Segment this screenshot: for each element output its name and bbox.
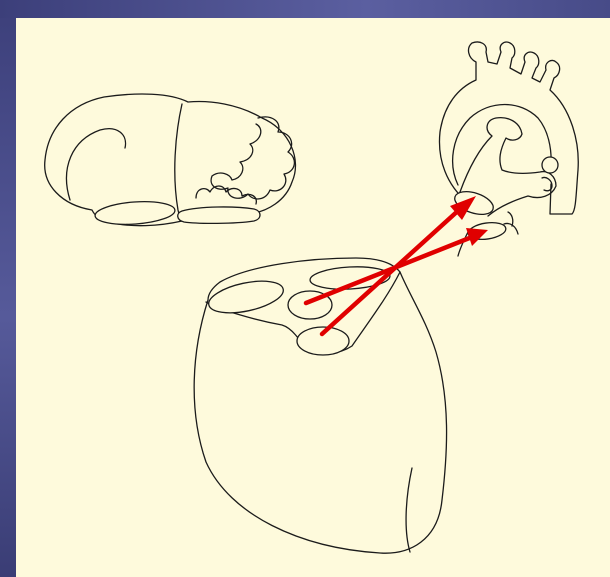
apex-fold [406,468,412,552]
heart-anatomy-diagram [16,18,610,577]
diagram-canvas [16,18,610,577]
ventricles-drawing [194,258,446,553]
left-atrium-inner-curve [67,129,126,200]
aortic-arch-and-branches [439,42,578,214]
flow-arrows [306,196,488,334]
mitral-valve-ring [94,199,175,227]
right-auricle-scallop [211,117,294,199]
atria-drawing [45,94,296,227]
aorta-pulmonary-trunk-drawing [439,42,578,256]
slide-top-bar [0,0,610,18]
tricuspid-valve-ring [178,207,260,223]
vessel-cut-end [542,157,558,173]
tricuspid-orifice [206,275,286,318]
slide-side-bar [0,0,16,577]
atria-septum [175,104,182,221]
